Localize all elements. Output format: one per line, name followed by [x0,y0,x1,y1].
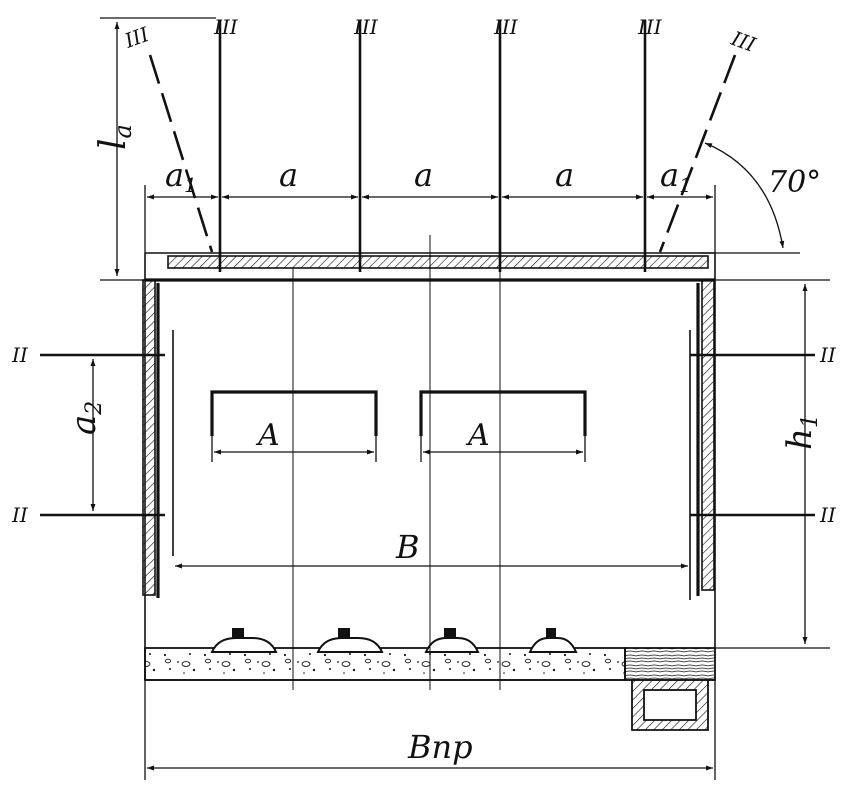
label-A-right: A [465,418,490,453]
rails [210,628,578,653]
roof-bolts [218,20,647,272]
label-angle: 70° [768,165,821,200]
bolt-mark-6: III [727,26,759,57]
clearance-frame-right [419,390,587,436]
bolt-mark-10: II [819,503,837,527]
label-a-1: a [279,156,298,194]
label-B: B [395,528,420,566]
bolt-mark-1: III [213,15,239,39]
label-A-left: A [255,418,280,453]
dim-la [100,17,216,281]
label-la: la [93,124,137,150]
wall-bolts [40,353,815,517]
dim-angle [700,142,800,254]
dim-h1 [715,279,830,649]
right-wall-lining [689,279,715,600]
bolt-mark-4: III [637,15,663,39]
bolt-mark-8: II [11,503,29,527]
bolt-mark-5: III [121,22,153,53]
clearance-frame-left [210,390,378,436]
label-a-2: a [414,156,433,194]
bolt-mark-7: II [11,343,29,367]
concrete-floor [144,647,716,681]
drainage-trough [631,680,709,731]
label-a1-right: a1 [660,156,692,197]
dim-A [211,436,586,462]
label-h1: h1 [780,414,823,450]
left-wall-lining [142,279,174,598]
inclined-bolts [148,54,737,253]
bolt-mark-3: III [493,15,519,39]
bolt-mark-9: II [819,343,837,367]
label-a-3: a [555,156,574,194]
dim-Bpr [144,680,716,780]
top-lining [145,255,715,282]
label-Bpr: Bпр [407,728,473,766]
bolt-mark-2: III [353,15,379,39]
label-a2: a2 [64,401,107,435]
track-axes [292,235,501,690]
label-a1-left: a1 [165,156,197,197]
